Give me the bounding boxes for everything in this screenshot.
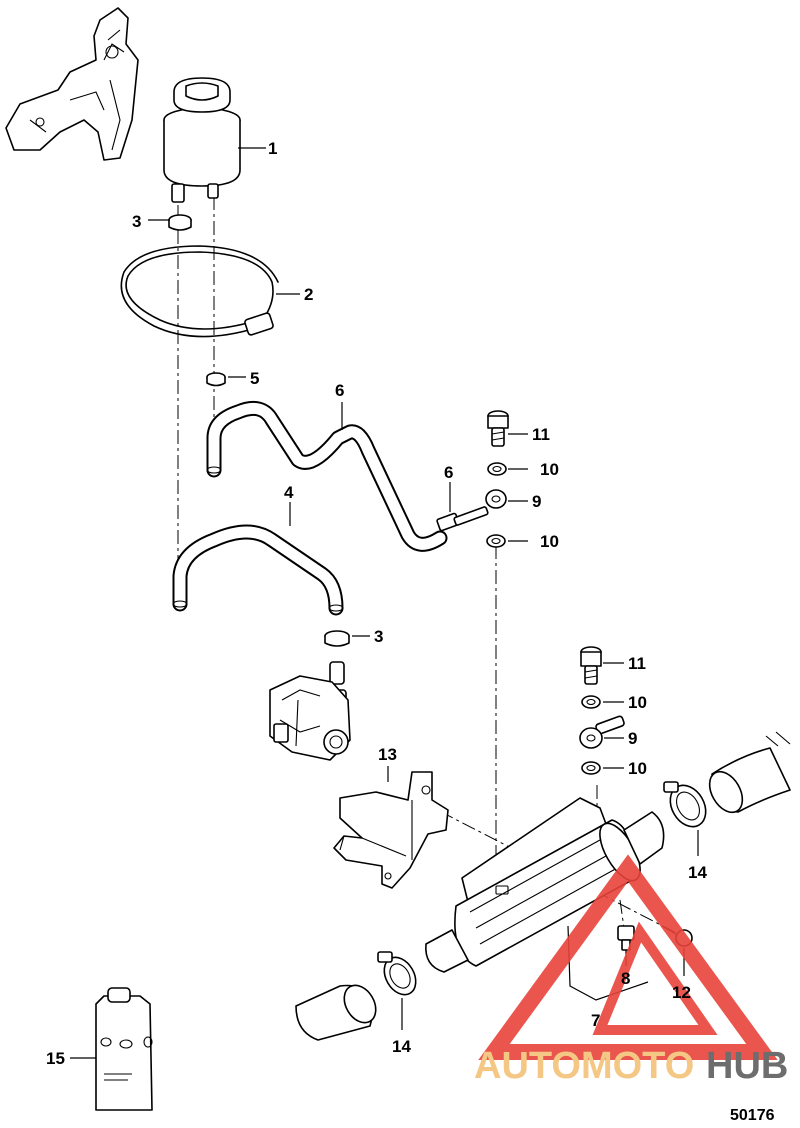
watermark-text-primary: AUTOMOTO — [474, 1045, 694, 1087]
banjo-fitting-lower — [579, 646, 625, 775]
power-steering-cooler — [425, 797, 665, 973]
banjo-fitting-upper — [485, 410, 509, 548]
cooling-hose-right — [708, 731, 791, 814]
callout-7: 7 — [591, 1011, 600, 1030]
watermark-text-secondary: HUB — [706, 1045, 788, 1087]
callout-9-lower: 9 — [628, 729, 637, 748]
callout-11-lower: 11 — [628, 654, 646, 673]
leader-lines — [70, 147, 699, 1059]
callout-10-c: 10 — [628, 693, 647, 712]
watermark-logo: AUTOMOTO HUB — [474, 854, 788, 1087]
hose-clamp-small — [206, 372, 226, 387]
callout-6-fitting: 6 — [444, 463, 453, 482]
engine-bracket-top-left — [5, 7, 139, 161]
callout-14-left: 14 — [392, 1037, 411, 1056]
callout-9-upper: 9 — [532, 492, 541, 511]
hose-clamp-right — [663, 781, 707, 828]
callout-labels: 1 2 3 5 6 6 4 3 11 10 9 10 11 10 9 10 13… — [46, 139, 707, 1068]
callout-4: 4 — [284, 483, 294, 502]
callout-6-hose: 6 — [335, 381, 344, 400]
hose-clamp-lower — [324, 630, 350, 647]
callout-1: 1 — [268, 139, 277, 158]
hose-fitting — [436, 506, 489, 532]
callout-14-right: 14 — [688, 863, 707, 882]
callout-10-d: 10 — [628, 759, 647, 778]
cooling-hose-left — [295, 984, 377, 1041]
drain-plug — [617, 925, 635, 951]
figure-number: 50176 — [730, 1107, 775, 1124]
fluid-bottle — [95, 987, 153, 1111]
callout-10-b: 10 — [540, 532, 559, 551]
callout-11-upper: 11 — [532, 425, 550, 444]
callout-3-upper: 3 — [132, 212, 141, 231]
callout-3-lower: 3 — [374, 627, 383, 646]
callout-13: 13 — [378, 745, 397, 764]
callout-2: 2 — [304, 285, 313, 304]
callout-12: 12 — [672, 983, 691, 1002]
pressure-hose — [172, 524, 344, 616]
callout-15: 15 — [46, 1049, 65, 1068]
callout-8: 8 — [621, 969, 630, 988]
return-hose — [206, 400, 448, 552]
callout-10-a: 10 — [540, 460, 559, 479]
power-steering-pump — [269, 661, 351, 761]
hose-clamp-left — [377, 951, 417, 996]
hose-clamp-upper — [168, 214, 192, 231]
mounting-strap — [120, 245, 279, 338]
fluid-reservoir — [163, 77, 241, 203]
callout-5: 5 — [250, 369, 259, 388]
cooler-mounting-bracket — [333, 771, 449, 889]
